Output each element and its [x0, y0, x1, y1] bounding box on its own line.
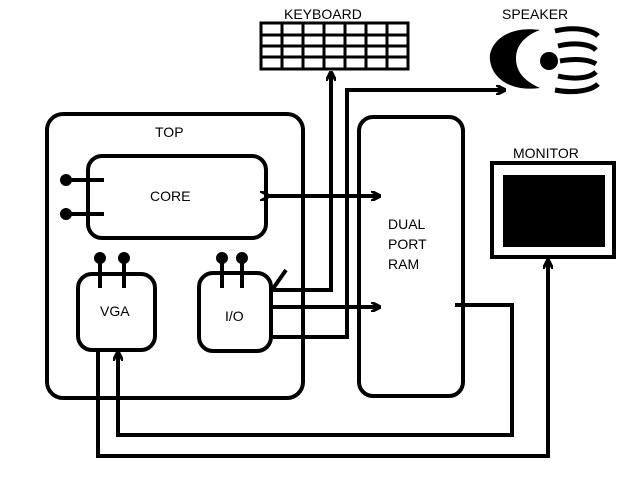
keyboard-icon — [259, 21, 410, 71]
keyboard-label: KEYBOARD — [284, 6, 362, 22]
vga-monitor-bus — [96, 260, 548, 458]
monitor-label: MONITOR — [513, 145, 579, 161]
vga-pins — [94, 252, 130, 288]
io-pins — [216, 252, 248, 288]
ram-vga-bus — [118, 303, 514, 437]
dual-port-ram-block — [357, 115, 465, 398]
top-label: TOP — [155, 124, 184, 140]
speaker-icon — [489, 26, 600, 95]
vga-block — [76, 272, 157, 352]
ram-label-line1: DUAL — [388, 216, 426, 232]
vga-label: VGA — [100, 303, 130, 319]
io-keyboard-bus — [270, 72, 331, 292]
ram-label-line3: RAM — [388, 256, 420, 272]
speaker-label: SPEAKER — [502, 6, 569, 22]
core-pins — [60, 174, 104, 220]
io-speaker-bus — [273, 90, 505, 339]
top-module — [45, 112, 305, 400]
io-label: I/O — [225, 308, 244, 324]
io-block — [197, 271, 273, 353]
ram-label-line2: PORT — [388, 236, 427, 252]
monitor-icon — [490, 161, 616, 259]
core-label: CORE — [150, 188, 191, 204]
